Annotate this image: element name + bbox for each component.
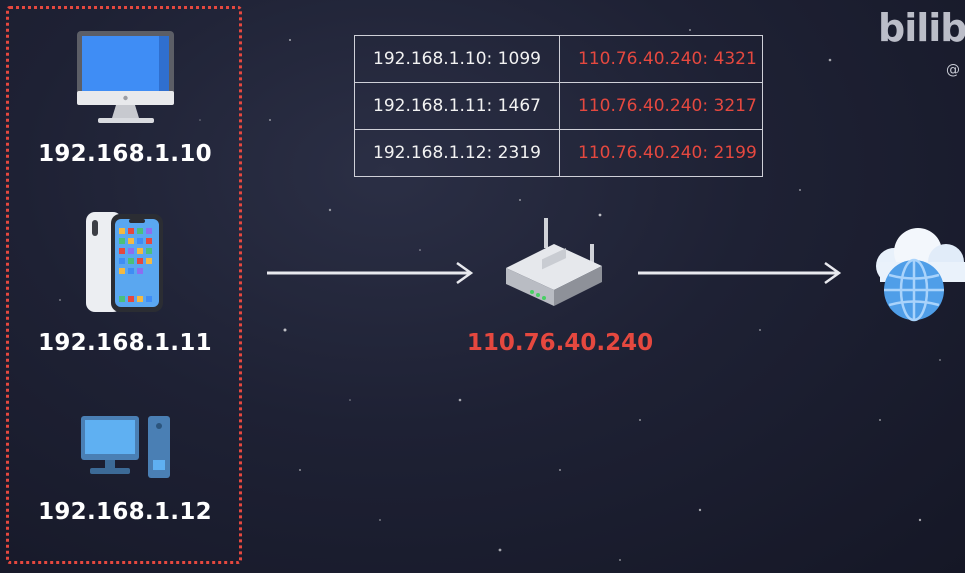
arrow-right-icon — [638, 261, 842, 285]
table-row: 192.168.1.12: 2319 110.76.40.240: 2199 — [354, 129, 763, 177]
private-endpoint-cell: 192.168.1.11: 1467 — [354, 82, 560, 130]
device-ip-label: 192.168.1.10 — [38, 141, 212, 167]
desktop-pc-icon — [81, 416, 170, 478]
device-ip-label: 192.168.1.12 — [38, 499, 212, 525]
public-endpoint-cell: 110.76.40.240: 2199 — [559, 129, 763, 177]
smartphone-icon — [86, 212, 163, 312]
bilibili-logo: bilibili — [878, 6, 965, 50]
device-ip-label: 192.168.1.11 — [38, 330, 212, 356]
router-icon — [506, 218, 602, 306]
arrow-right-icon — [267, 261, 474, 285]
table-row: 192.168.1.10: 1099 110.76.40.240: 4321 — [354, 35, 763, 83]
watermark-handle: @ — [946, 62, 960, 78]
table-row: 192.168.1.11: 1467 110.76.40.240: 3217 — [354, 82, 763, 130]
private-endpoint-cell: 192.168.1.10: 1099 — [354, 35, 560, 83]
public-endpoint-cell: 110.76.40.240: 4321 — [559, 35, 763, 83]
private-endpoint-cell: 192.168.1.12: 2319 — [354, 129, 560, 177]
desktop-monitor-icon — [77, 31, 174, 123]
public-endpoint-cell: 110.76.40.240: 3217 — [559, 82, 763, 130]
lan-boundary — [6, 6, 242, 564]
cloud-globe-icon — [876, 228, 965, 322]
nat-mapping-table: 192.168.1.10: 1099 110.76.40.240: 4321 1… — [354, 35, 763, 177]
router-ip-label: 110.76.40.240 — [466, 330, 654, 356]
